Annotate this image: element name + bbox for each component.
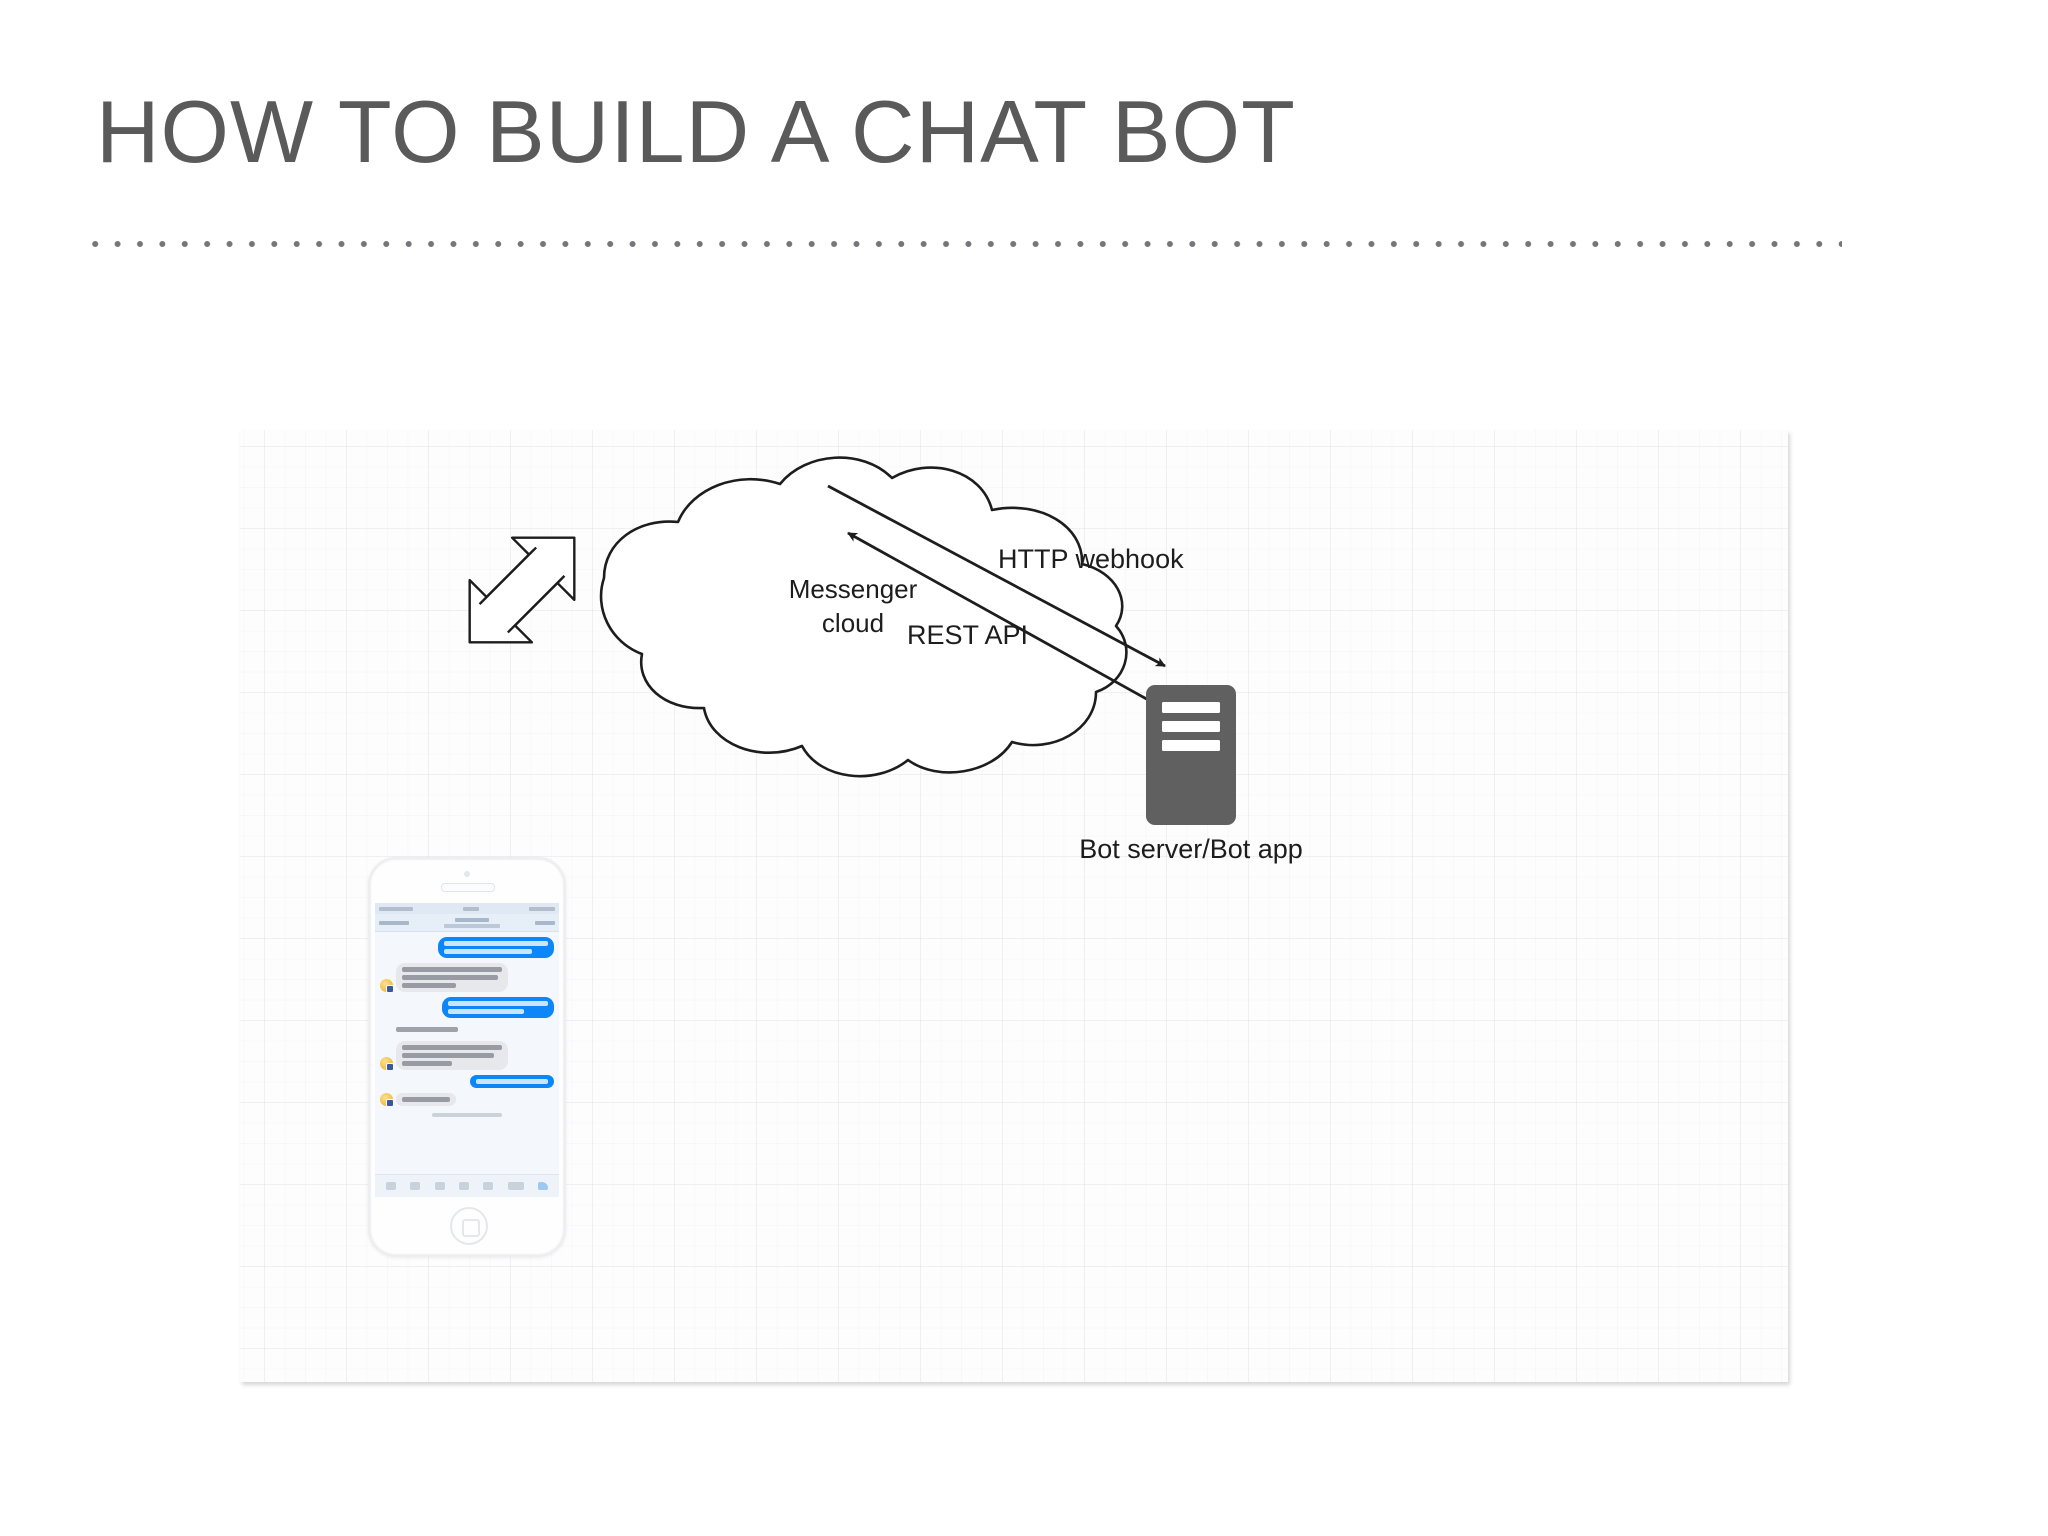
double-arrow-icon bbox=[468, 536, 576, 644]
thread-subtitle bbox=[444, 923, 500, 928]
camera-icon[interactable] bbox=[386, 1182, 397, 1190]
photo-icon[interactable] bbox=[410, 1182, 421, 1190]
incoming-bubble bbox=[396, 1041, 508, 1070]
cloud-label-line1: Messenger bbox=[789, 574, 918, 604]
messenger-thread bbox=[375, 932, 559, 1119]
messenger-nav-bar[interactable] bbox=[375, 914, 559, 932]
connector-rest-api bbox=[847, 531, 1171, 714]
status-battery bbox=[529, 906, 555, 911]
phone-speaker-slot bbox=[441, 883, 495, 892]
thread-name bbox=[455, 917, 489, 922]
message-row bbox=[380, 1093, 554, 1107]
outgoing-bubble bbox=[470, 1075, 554, 1088]
diagram-canvas: Messenger cloud HTTP webhook REST API Bo… bbox=[468, 456, 1303, 864]
status-carrier bbox=[379, 906, 413, 911]
sticker-icon[interactable] bbox=[483, 1182, 494, 1190]
cloud-icon bbox=[599, 456, 1128, 778]
text-input-icon[interactable] bbox=[507, 1182, 524, 1190]
incoming-bubble bbox=[396, 963, 508, 992]
avatar bbox=[380, 1057, 394, 1071]
iphone-icon bbox=[368, 857, 566, 1257]
incoming-bubble bbox=[396, 1093, 456, 1106]
message-timestamp bbox=[432, 1113, 502, 1117]
phone-status-bar bbox=[375, 903, 559, 914]
status-clock bbox=[463, 906, 479, 911]
message-row bbox=[380, 1023, 554, 1036]
microphone-icon[interactable] bbox=[434, 1182, 445, 1190]
phone-camera-dot bbox=[464, 871, 470, 877]
cloud-label-line2: cloud bbox=[822, 608, 884, 638]
thread-action-button[interactable] bbox=[535, 920, 555, 925]
server-label: Bot server/Bot app bbox=[1079, 834, 1303, 864]
emoji-icon[interactable] bbox=[458, 1182, 469, 1190]
avatar bbox=[380, 1093, 394, 1107]
title-divider-dotted-rule bbox=[84, 240, 1842, 248]
message-row bbox=[380, 997, 554, 1018]
connector-label-rest-api: REST API bbox=[907, 620, 1028, 650]
server-icon bbox=[1146, 685, 1236, 825]
connector-http-webhook bbox=[827, 484, 1166, 668]
connector-label-http-webhook: HTTP webhook bbox=[998, 544, 1184, 574]
avatar bbox=[380, 979, 394, 993]
page-title: HOW TO BUILD A CHAT BOT bbox=[96, 82, 1296, 181]
message-row bbox=[380, 937, 554, 958]
diagram-panel: Messenger cloud HTTP webhook REST API Bo… bbox=[240, 430, 1788, 1382]
back-button[interactable] bbox=[379, 920, 409, 925]
outgoing-bubble bbox=[438, 937, 554, 958]
message-row bbox=[380, 1041, 554, 1071]
phone-screen bbox=[375, 903, 559, 1197]
thumbs-up-send-icon[interactable] bbox=[537, 1182, 548, 1190]
phone-home-button[interactable] bbox=[450, 1207, 488, 1245]
message-row bbox=[380, 963, 554, 993]
outgoing-bubble bbox=[442, 997, 554, 1018]
thread-title bbox=[444, 917, 500, 928]
messenger-composer-toolbar[interactable] bbox=[375, 1174, 559, 1197]
message-row bbox=[380, 1075, 554, 1088]
incoming-bubble-plain bbox=[380, 1023, 464, 1036]
